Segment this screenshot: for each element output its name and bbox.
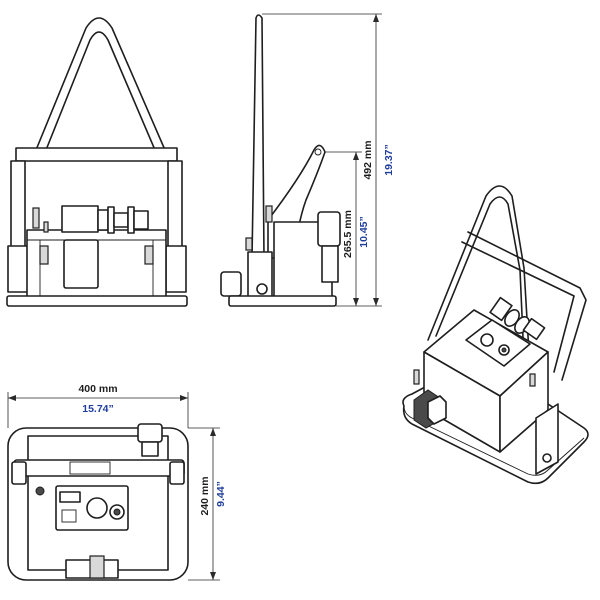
- front-crossbar: [15, 147, 178, 162]
- height-total-mm: 492 mm: [362, 140, 374, 179]
- isometric-view: [402, 185, 589, 485]
- width-mm: 400 mm: [78, 383, 117, 395]
- side-bolt-hole: [256, 283, 268, 295]
- width-in: 15.74”: [82, 403, 114, 415]
- front-panel: [63, 239, 99, 289]
- iso-side-knob: [413, 389, 447, 429]
- front-right-bracket: [165, 245, 187, 293]
- height-body-in: 10.45”: [358, 216, 370, 248]
- front-top-block: [61, 205, 99, 233]
- dim-total-height: 492 mm 19.37”: [262, 13, 395, 307]
- top-bolt: [35, 486, 45, 496]
- height-total-in: 19.37”: [383, 144, 395, 176]
- front-view: [6, 17, 188, 307]
- depth-in: 9.44”: [215, 481, 227, 507]
- dim-width: 400 mm 15.74”: [7, 383, 189, 428]
- side-view: [220, 14, 341, 307]
- side-knob: [220, 271, 242, 297]
- top-knob: [137, 423, 163, 443]
- front-pin-left: [32, 207, 40, 229]
- top-gauge: [86, 497, 108, 519]
- side-handle-bar: [251, 14, 265, 259]
- depth-mm: 240 mm: [199, 476, 211, 515]
- front-handle: [35, 17, 166, 151]
- iso-control-panel: [465, 319, 531, 367]
- iso-connector: [489, 296, 546, 341]
- side-base-plate: [228, 295, 337, 307]
- height-body-mm: 265.5 mm: [342, 210, 354, 258]
- dim-body-height: 265.5 mm 10.45”: [324, 151, 370, 306]
- dim-depth: 240 mm 9.44”: [188, 427, 227, 581]
- front-left-bracket: [7, 245, 29, 293]
- iso-handle: [427, 185, 587, 381]
- side-connector: [317, 211, 341, 247]
- top-view: [7, 423, 189, 581]
- front-base-plate: [6, 295, 188, 307]
- front-cable-connector: [97, 206, 149, 234]
- iso-clamp-plate: [535, 403, 559, 475]
